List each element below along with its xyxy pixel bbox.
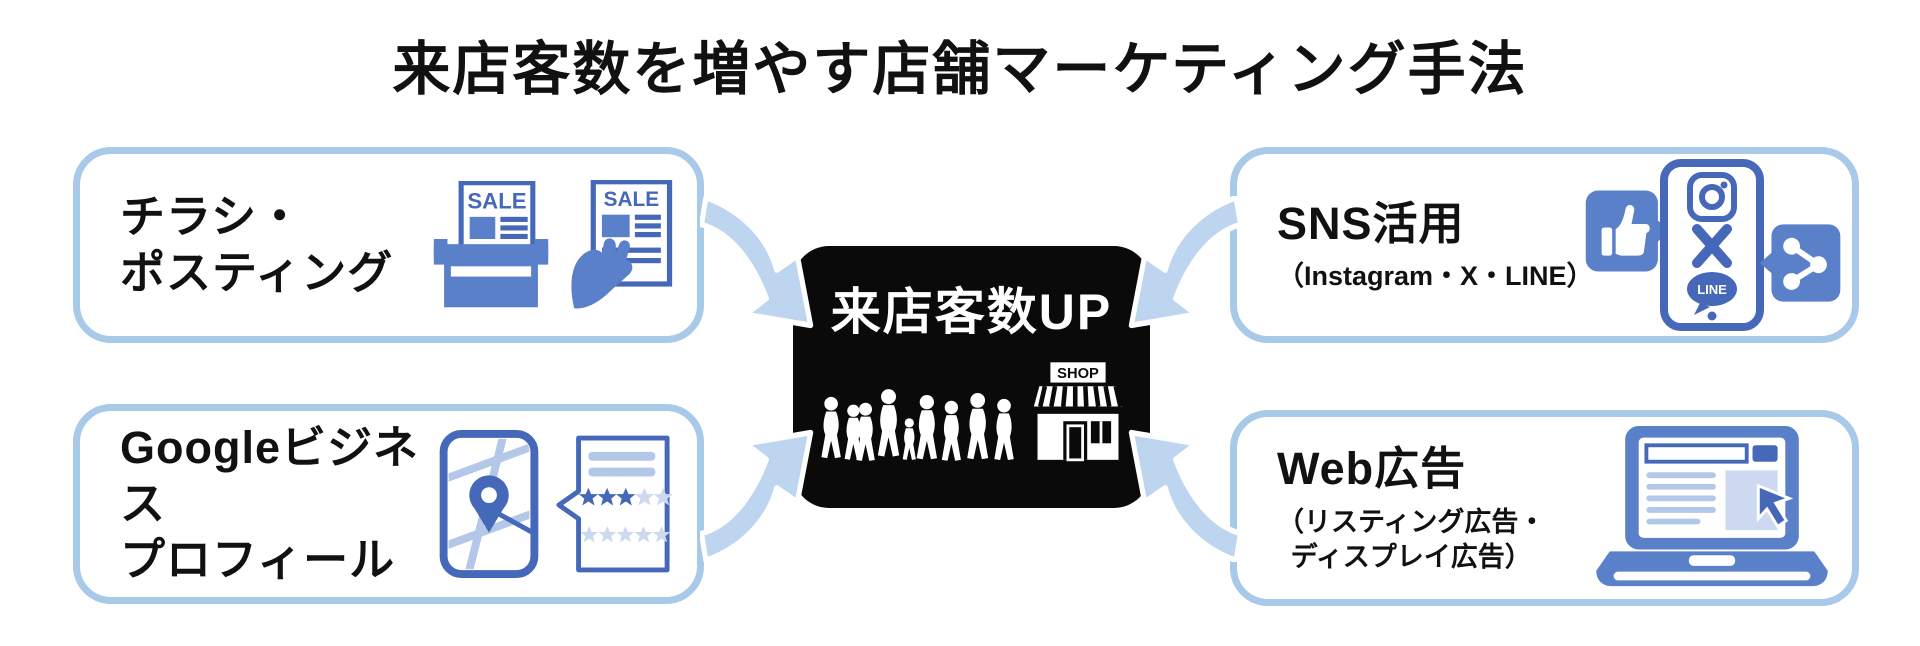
panel-google-business: Googleビジネス プロフィール [73,404,704,604]
center-goal-label: 来店客数UP [830,284,1113,340]
sns-phone-icon: LINE [1659,159,1764,331]
shop-icon: SHOP [1033,362,1123,462]
share-bubble-icon [1759,224,1841,302]
shop-sign-text: SHOP [1057,366,1099,382]
sale-text: SALE [467,188,526,213]
sns-sublabel: （Instagram・X・LINE） [1277,261,1594,292]
thumbs-up-bubble-icon [1585,190,1671,272]
arrow-flyer-to-center-icon [700,196,814,329]
map-pin-phone-icon [439,430,539,578]
line-logo-text: LINE [1697,282,1727,297]
google-business-label: Googleビジネス プロフィール [120,422,419,585]
web-ads-sublabel: （リスティング広告・ ディスプレイ広告） [1277,506,1546,572]
panel-sns: SNS活用 （Instagram・X・LINE） LINE [1230,147,1859,343]
web-ads-label: Web広告 [1277,443,1467,494]
laptop-webpage-icon [1596,426,1828,587]
mailbox-flyer-icon: SALE [433,181,549,308]
hand-flyer-icon: SALE [571,180,673,309]
panel-web-ads: Web広告 （リスティング広告・ ディスプレイ広告） [1230,410,1859,606]
diagram-title: 来店客数を増やす店舗マーケティング手法 [392,37,1528,102]
sns-label: SNS活用 [1277,197,1465,249]
flyer-posting-label: チラシ・ ポスティング [120,191,394,298]
review-stars-icon [556,435,673,573]
panel-flyer-posting: チラシ・ ポスティング SALE SALE [73,147,704,343]
arrow-google-to-center-icon [700,429,814,562]
center-goal-box: 来店客数UP SHO [793,246,1150,508]
sale-text: SALE [604,188,660,211]
arrow-web-to-center-icon [1128,429,1242,562]
arrow-sns-to-center-icon [1128,196,1242,329]
walking-people-icon [820,389,1014,461]
